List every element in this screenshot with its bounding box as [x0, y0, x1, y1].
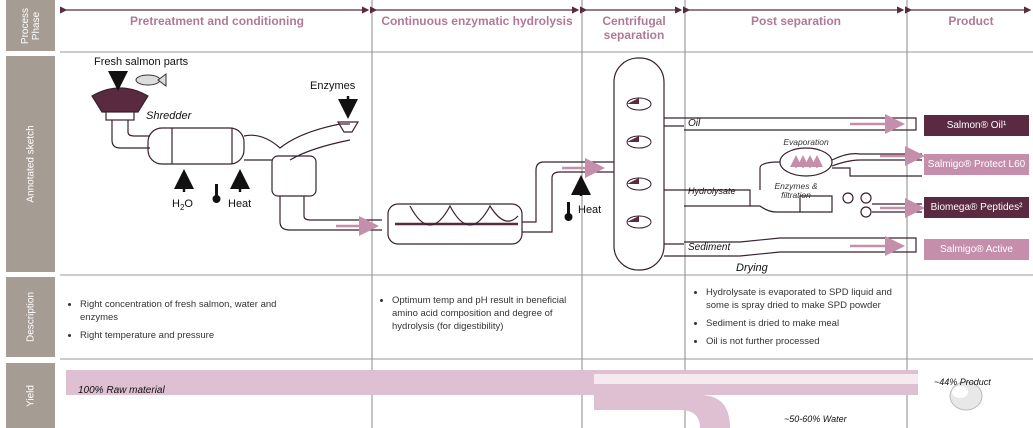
product-biomega-peptides: Biomega® Peptides²: [924, 197, 1029, 218]
phase-product: Product: [948, 14, 994, 28]
phase-centrifugal: Centrifugal separation: [602, 14, 666, 42]
label-heat-2: Heat: [578, 204, 602, 216]
row-label-annotated-sketch: Annotated sketch: [6, 56, 55, 272]
phase-post: Post separation: [750, 14, 842, 28]
description-post: Hydrolysate is evaporated to SPD liquid …: [692, 286, 904, 353]
row-label-process-phase: Process Phase: [6, 0, 55, 51]
description-item: Right concentration of fresh salmon, wat…: [80, 298, 286, 324]
label-hydrolysate: Hydrolysate: [688, 186, 736, 196]
label-sediment: Sediment: [688, 242, 731, 253]
label-heat-1: Heat: [228, 198, 252, 210]
label-fresh-salmon: Fresh salmon parts: [94, 56, 189, 68]
description-item: Sediment is dried to make meal: [706, 317, 904, 330]
description-item: Optimum temp and pH result in beneficial…: [392, 294, 568, 333]
label-h2o-o: O: [184, 198, 193, 210]
description-item: Oil is not further processed: [706, 335, 904, 348]
product-salmigo-protect: Salmigo® Protect L60: [924, 154, 1029, 175]
label-shredder: Shredder: [146, 110, 192, 122]
label-enzymes-filtration: Enzymes & filtration: [774, 181, 818, 200]
product-salmigo-active: Salmigo® Active: [924, 239, 1029, 260]
row-label-yield: Yield: [6, 363, 55, 428]
label-drying: Drying: [736, 262, 768, 274]
phase-pretreatment: Pretreatment and conditioning: [129, 14, 304, 28]
phase-hydrolysis: Continuous enzymatic hydrolysis: [381, 14, 573, 28]
label-evaporation: Evaporation: [783, 137, 829, 147]
yield-water: ~50-60% Water: [784, 414, 847, 424]
yield-raw-material: 100% Raw material: [78, 385, 165, 396]
description-hydrolysis: Optimum temp and pH result in beneficial…: [378, 294, 568, 338]
label-h2o-sub: 2: [179, 203, 185, 213]
label-h2o: H2O: [172, 198, 193, 212]
description-item: Hydrolysate is evaporated to SPD liquid …: [706, 286, 904, 312]
row-label-description: Description: [6, 277, 55, 357]
yield-product: ~44% Product: [934, 377, 991, 387]
label-h2o-h: H: [172, 198, 180, 210]
label-oil: Oil: [688, 118, 701, 129]
label-enzymes: Enzymes: [310, 80, 356, 92]
description-item: Right temperature and pressure: [80, 329, 286, 342]
product-salmon-oil: Salmon® Oil¹: [924, 115, 1029, 136]
description-pretreatment: Right concentration of fresh salmon, wat…: [66, 298, 286, 347]
